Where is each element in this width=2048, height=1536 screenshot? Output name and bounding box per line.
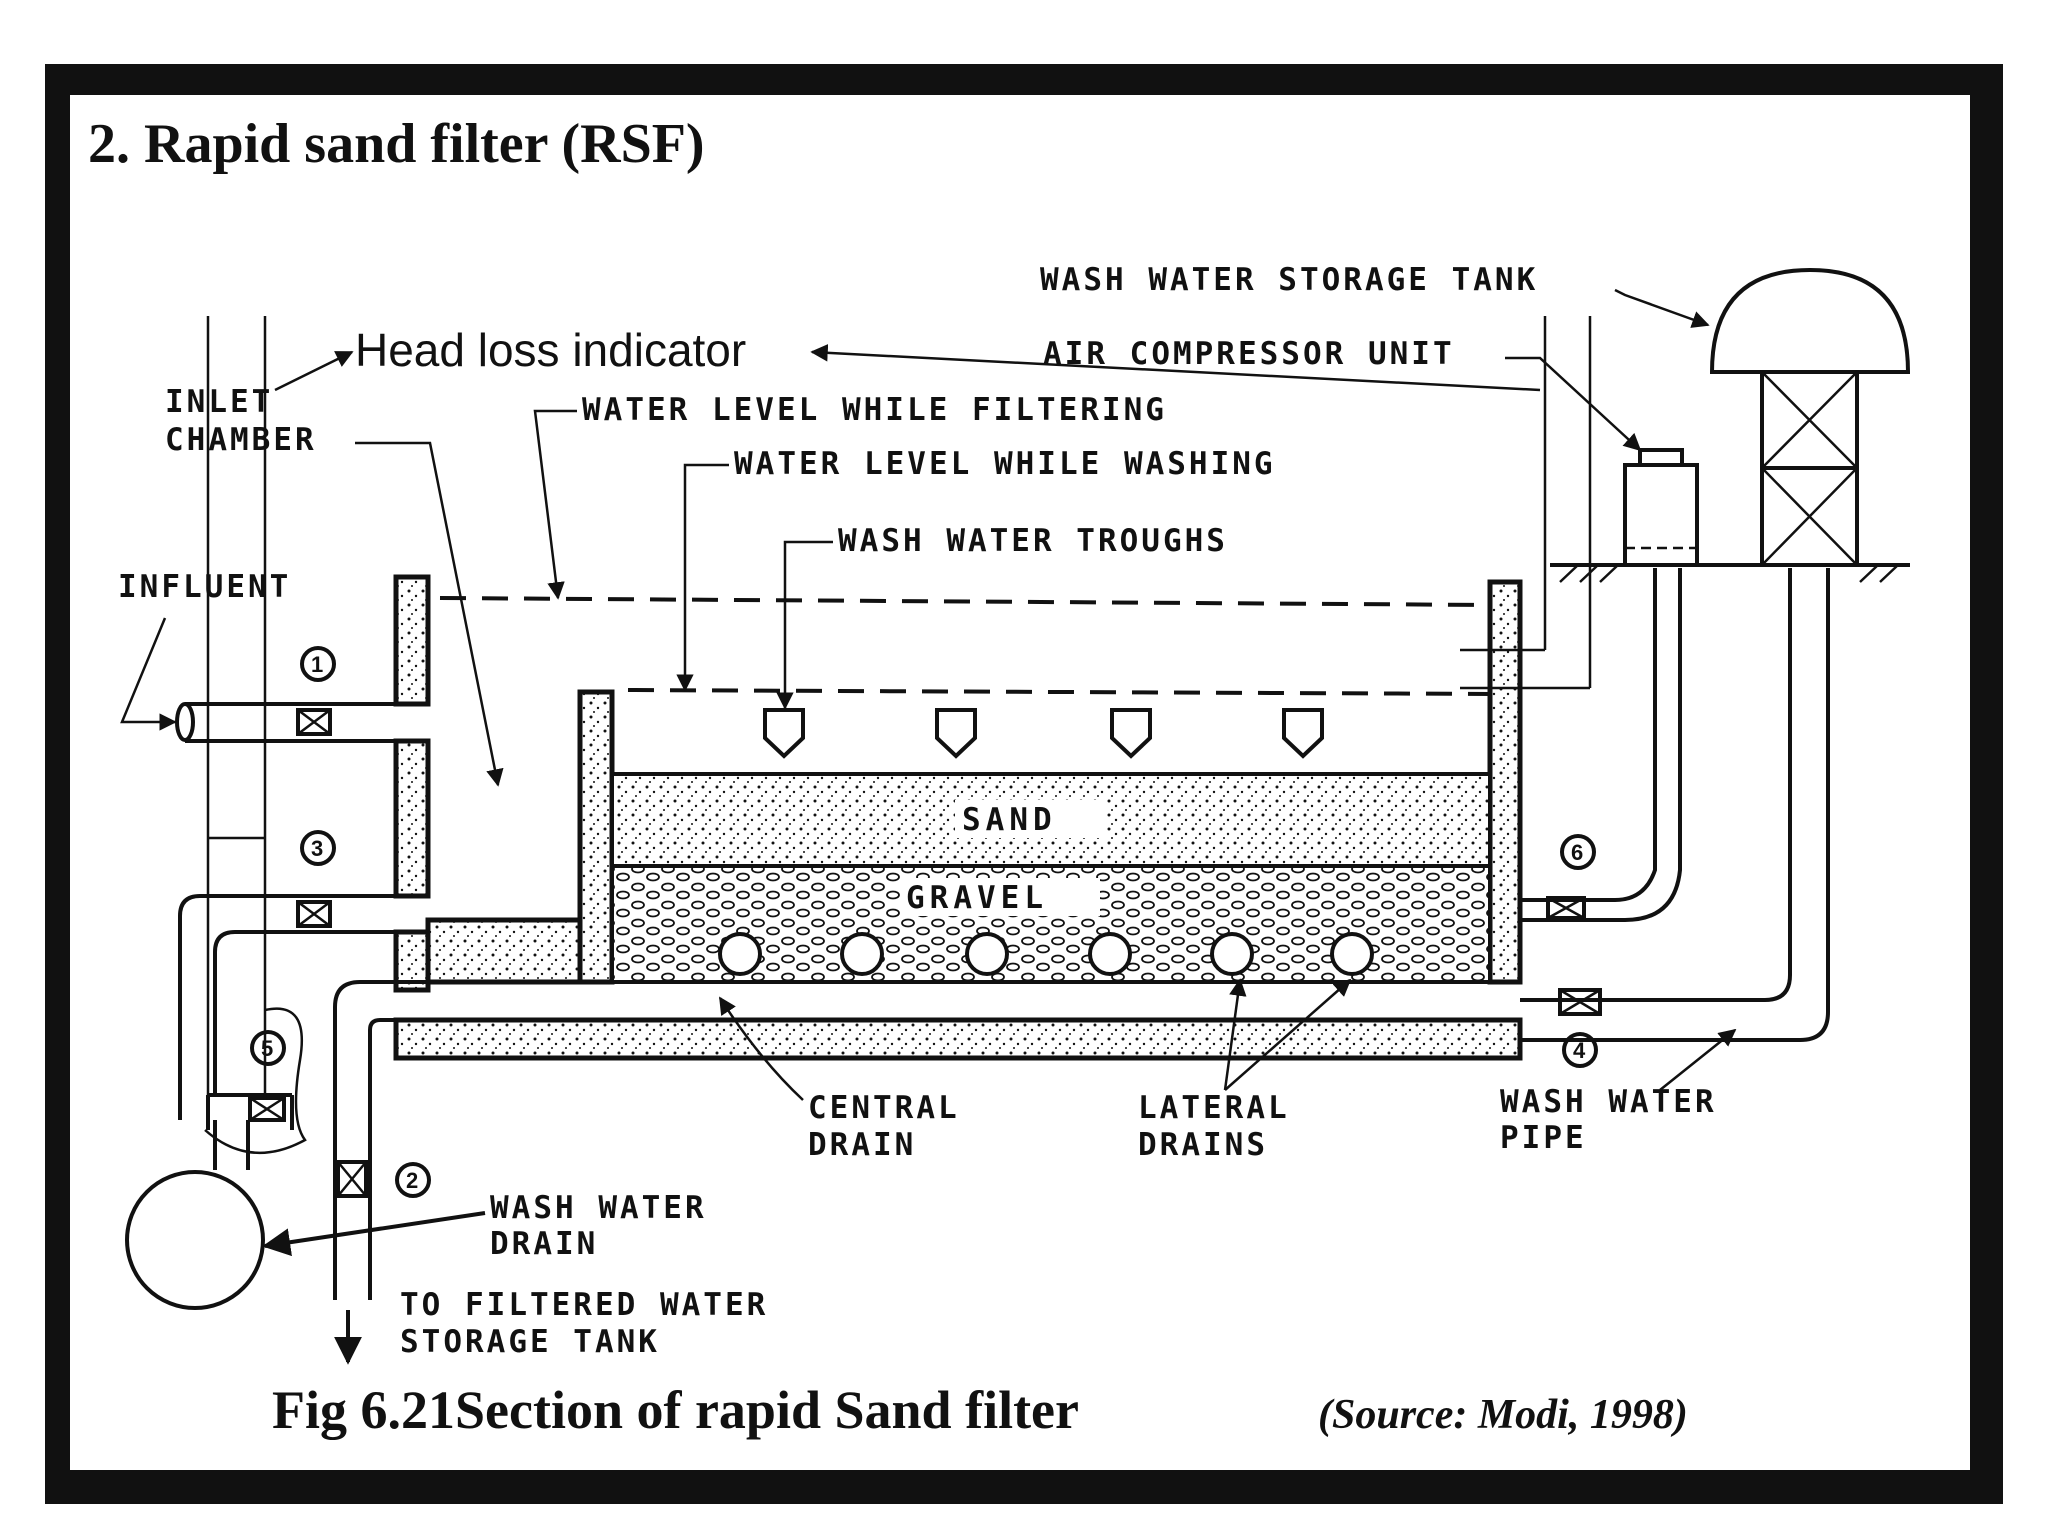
valve-6[interactable]: 6 <box>1546 834 1596 920</box>
lateral-pipe <box>1330 932 1374 976</box>
wash-water-pipe <box>1520 568 1830 1042</box>
drain-outlet-pipe <box>333 980 396 1300</box>
inlet-wall-middle <box>393 738 431 899</box>
inlet-floor <box>425 917 583 985</box>
trough <box>763 708 805 759</box>
filter-left-wall <box>577 689 615 985</box>
head-loss-indicator-label: Head loss indicator <box>355 324 746 376</box>
lateral-pipe <box>1210 932 1254 976</box>
air-compressor-unit <box>1623 448 1699 567</box>
label-wash-water-drain-2: DRAIN <box>490 1226 598 1262</box>
label-chamber: CHAMBER <box>165 422 317 458</box>
filtered-outlet-pipe <box>178 894 396 1120</box>
svg-text:5: 5 <box>261 1036 273 1061</box>
svg-text:1: 1 <box>311 652 323 677</box>
label-water-level-filtering: WATER LEVEL WHILE FILTERING <box>582 392 1167 428</box>
label-wash-water: WASH WATER <box>1500 1084 1717 1120</box>
lateral-pipe <box>718 932 762 976</box>
wash-water-troughs <box>763 708 1324 759</box>
bottom-slab <box>393 1017 1523 1061</box>
lateral-pipe <box>1088 932 1132 976</box>
label-water-level-washing: WATER LEVEL WHILE WASHING <box>734 446 1276 482</box>
inlet-wall-upper <box>393 574 431 707</box>
valve-2[interactable]: 2 <box>336 1160 431 1198</box>
label-wash-water-troughs: WASH WATER TROUGHS <box>838 523 1228 559</box>
label-wash-water-drain-1: WASH WATER <box>490 1190 707 1226</box>
head-loss-indicator-right <box>1460 316 1592 690</box>
label-air-compressor-unit: AIR COMPRESSOR UNIT <box>1043 336 1455 372</box>
svg-text:2: 2 <box>406 1168 418 1193</box>
label-pipe: PIPE <box>1500 1120 1587 1156</box>
valve-3[interactable]: 3 <box>296 830 336 928</box>
label-filtered-water-2: STORAGE TANK <box>400 1324 660 1360</box>
valve-4[interactable]: 4 <box>1558 988 1602 1068</box>
lateral-pipe <box>840 932 884 976</box>
label-wash-water-storage-tank: WASH WATER STORAGE TANK <box>1040 262 1538 298</box>
svg-text:3: 3 <box>311 836 323 861</box>
label-inlet: INLET <box>165 384 273 420</box>
filter-right-wall <box>1487 579 1523 985</box>
wash-water-drain-sump <box>125 1170 265 1310</box>
water-level-filtering-line <box>439 596 1496 607</box>
sand-label: SAND <box>962 802 1057 838</box>
label-drains: DRAINS <box>1138 1127 1268 1163</box>
valve-1[interactable]: 1 <box>296 646 336 736</box>
influent-pipe <box>185 702 396 743</box>
figure-caption: Fig 6.21Section of rapid Sand filter <box>272 1380 1079 1440</box>
label-influent: INFLUENT <box>118 569 291 605</box>
svg-text:4: 4 <box>1573 1038 1586 1063</box>
lateral-pipe <box>965 932 1009 976</box>
air-pipe <box>1520 568 1682 922</box>
figure-source: (Source: Modi, 1998) <box>1318 1392 1688 1438</box>
wash-water-storage-tank <box>1709 267 1911 567</box>
label-central: CENTRAL <box>808 1090 960 1126</box>
svg-text:6: 6 <box>1571 840 1583 865</box>
label-drain: DRAIN <box>808 1127 916 1163</box>
trough <box>1282 708 1324 759</box>
lateral-drain-pipes <box>718 932 1374 976</box>
head-loss-indicator-left <box>204 316 307 1155</box>
water-level-washing-line <box>627 688 1496 696</box>
label-lateral: LATERAL <box>1138 1090 1290 1126</box>
valve-5[interactable]: 5 <box>248 1030 286 1122</box>
label-filtered-water-1: TO FILTERED WATER <box>400 1287 768 1323</box>
diagram-title: 2. Rapid sand filter (RSF) <box>88 113 705 175</box>
gravel-label: GRAVEL <box>906 880 1048 916</box>
trough <box>1110 708 1152 759</box>
trough <box>935 708 977 759</box>
